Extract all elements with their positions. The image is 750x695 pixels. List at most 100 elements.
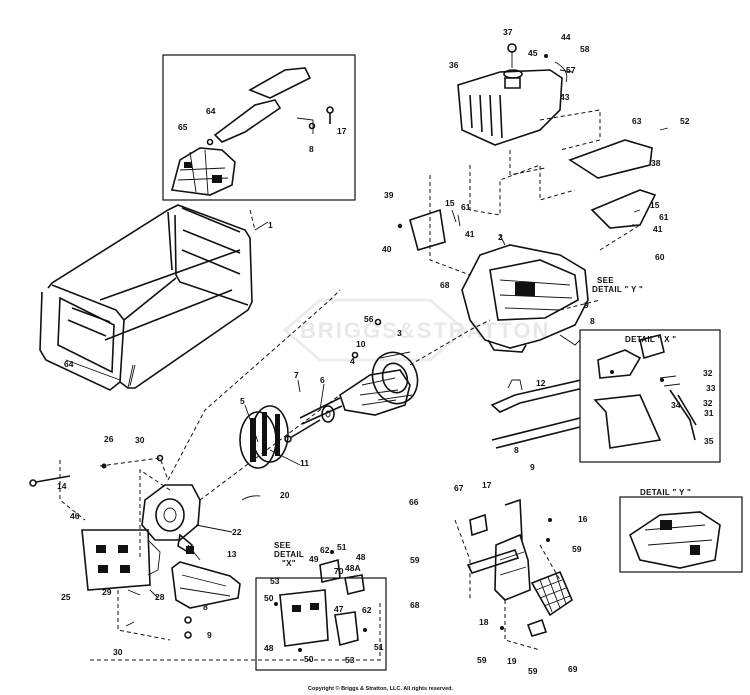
label-68-engine: 68: [440, 280, 450, 290]
label-15-right: 15: [650, 200, 660, 210]
frame: [39, 204, 253, 391]
muffler-group: [466, 498, 573, 637]
see-detail-y-line1: SEE: [597, 276, 614, 285]
label-51-a: 51: [337, 542, 347, 552]
label-64-inset: 64: [206, 106, 216, 116]
label-8-right: 8: [514, 445, 519, 455]
alternator-assembly: [239, 318, 419, 501]
label-11: 11: [300, 458, 309, 468]
label-62-a: 62: [320, 545, 330, 555]
label-45: 45: [528, 48, 538, 58]
dashed-leaders: [59, 109, 641, 661]
label-14: 14: [57, 481, 67, 491]
label-35: 35: [704, 436, 714, 446]
inset-detail-x: [579, 329, 721, 463]
label-17-mid: 17: [482, 480, 492, 490]
label-13: 13: [227, 549, 237, 559]
end-cover: [29, 454, 201, 554]
callouts: SEE DETAIL " Y " SEE DETAIL "X" DETAIL "…: [274, 276, 691, 568]
label-5: 5: [240, 396, 245, 406]
label-67: 67: [454, 483, 464, 493]
label-8-top: 8: [309, 144, 314, 154]
label-20: 20: [280, 490, 290, 500]
label-48a: 48A: [345, 563, 361, 573]
label-52: 52: [680, 116, 690, 126]
label-37: 37: [503, 27, 513, 37]
label-6: 6: [320, 375, 325, 385]
label-61-right: 61: [659, 212, 669, 222]
label-68-muffler: 68: [410, 600, 420, 610]
label-4: 4: [350, 356, 355, 366]
label-30-bottom: 30: [113, 647, 123, 657]
label-36: 36: [449, 60, 459, 70]
watermark-text: BRIGGS&STRATTON: [300, 318, 550, 343]
inset-lower-panel: [255, 550, 387, 671]
label-9-right: 9: [530, 462, 535, 472]
see-detail-x-line1: SEE: [274, 541, 291, 550]
shields-right: [568, 127, 669, 229]
label-40: 40: [382, 244, 392, 254]
label-8-bottom: 8: [203, 602, 208, 612]
label-60: 60: [655, 252, 665, 262]
shield-39: [397, 208, 461, 252]
label-43: 43: [560, 92, 570, 102]
label-41-right: 41: [653, 224, 663, 234]
label-18: 18: [479, 617, 489, 627]
label-22: 22: [232, 527, 242, 537]
label-59-b: 59: [410, 555, 420, 565]
label-48: 48: [356, 552, 366, 562]
label-63: 63: [632, 116, 642, 126]
label-9-mid: 9: [584, 300, 589, 310]
label-16: 16: [578, 514, 588, 524]
label-50-b: 50: [304, 654, 314, 664]
label-70: 70: [334, 566, 344, 576]
inset-top-left: [162, 54, 356, 201]
base-rail: [490, 377, 593, 449]
label-53-b: 53: [345, 655, 355, 665]
part-labels: 1 2 3 4 5 6 7 8 8 8 8 9 9 9 10 11 12 13 …: [57, 27, 716, 676]
label-62-b: 62: [362, 605, 372, 615]
detail-x-title: DETAIL " X ": [625, 335, 676, 344]
label-19: 19: [507, 656, 517, 666]
label-47: 47: [334, 604, 344, 614]
label-53-a: 53: [270, 576, 280, 586]
copyright: Copyright © Briggs & Stratton, LLC. All …: [308, 685, 454, 692]
label-58: 58: [580, 44, 590, 54]
label-59-d: 59: [528, 666, 538, 676]
engine-cover: [457, 43, 568, 146]
label-41-left: 41: [465, 229, 475, 239]
label-9-bottom: 9: [207, 630, 212, 640]
label-33: 33: [706, 383, 716, 393]
label-69: 69: [568, 664, 578, 674]
label-3: 3: [397, 328, 402, 338]
inset-detail-y: [619, 496, 743, 573]
label-25: 25: [61, 592, 71, 602]
see-detail-y-line2: DETAIL " Y ": [592, 285, 643, 294]
detail-y-title: DETAIL " Y ": [640, 488, 691, 497]
label-44: 44: [561, 32, 571, 42]
label-29: 29: [102, 587, 112, 597]
label-51-b: 51: [374, 642, 384, 652]
label-2: 2: [498, 232, 503, 242]
label-26: 26: [104, 434, 114, 444]
label-64-frame: 64: [64, 359, 74, 369]
label-7: 7: [294, 370, 299, 380]
label-66: 66: [409, 497, 419, 507]
label-1: 1: [268, 220, 273, 230]
label-28: 28: [155, 592, 165, 602]
label-12: 12: [536, 378, 546, 388]
see-detail-x-line3: "X": [282, 559, 296, 568]
label-57: 57: [566, 65, 576, 75]
label-46: 46: [70, 511, 80, 521]
label-8-mid: 8: [590, 316, 595, 326]
control-panel-left: [81, 529, 161, 599]
label-49: 49: [309, 554, 319, 564]
leader-lines: [65, 69, 573, 561]
label-59-c: 59: [477, 655, 487, 665]
label-10: 10: [356, 339, 366, 349]
label-56: 56: [364, 314, 374, 324]
mount-handle: [125, 561, 241, 639]
label-61-left: 61: [461, 202, 471, 212]
label-34: 34: [671, 400, 681, 410]
